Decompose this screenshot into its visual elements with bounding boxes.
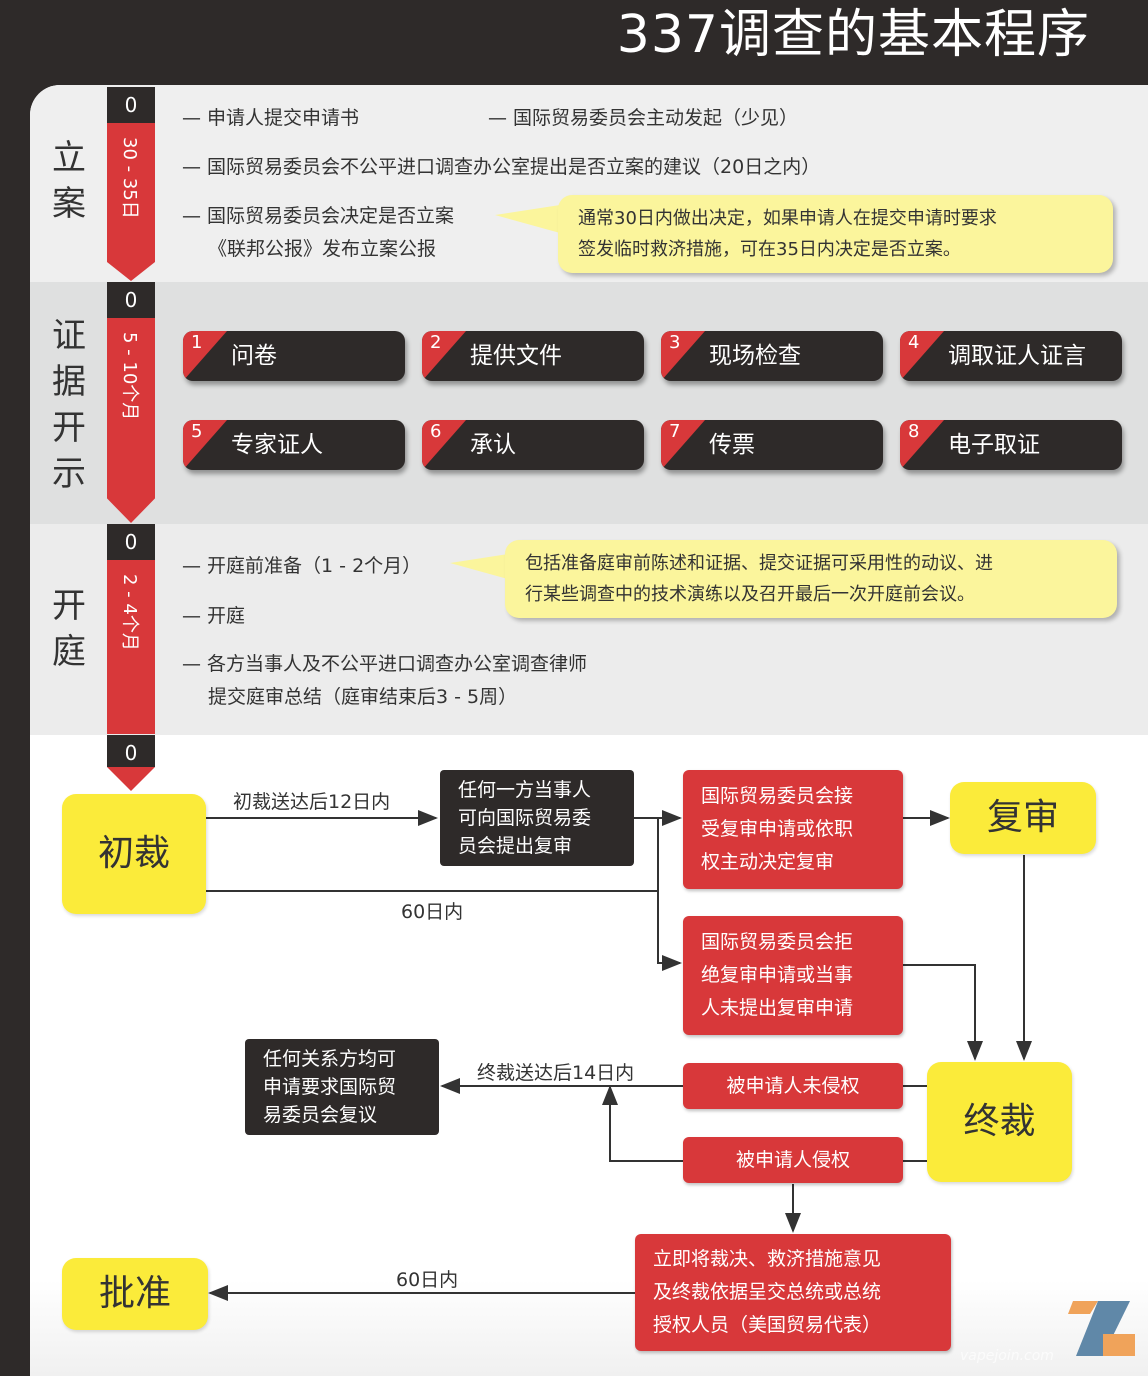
item-number: 5	[183, 420, 227, 470]
note-line: 包括准备庭审前陈述和证据、提交证据可采用性的动议、进	[525, 553, 993, 574]
timeline-zero: 0	[107, 524, 155, 560]
filing-item: 《联邦公报》发布立案公报	[208, 238, 437, 260]
label-12-days: 初裁送达后12日内	[233, 791, 391, 813]
item-number: 4	[900, 331, 944, 381]
hearing-item: — 各方当事人及不公平进口调查办公室调查律师	[182, 653, 588, 675]
review-request-box: 任何一方当事人可向国际贸易委员会提出复审	[440, 770, 634, 866]
text-line: 绝复审申请或当事	[701, 964, 854, 986]
duration-label: 2 - 4个月	[119, 574, 140, 651]
initial-ruling-box: 初裁	[62, 794, 206, 914]
text-line: 任何一方当事人	[458, 779, 592, 801]
hearing-item: — 开庭	[182, 605, 246, 627]
item-label: 电子取证	[948, 432, 1040, 458]
stage-title-discovery: 证据开示	[52, 316, 86, 494]
reconsideration-box: 任何关系方均可申请要求国际贸易委员会复议	[245, 1039, 439, 1135]
label-60-days: 60日内	[401, 901, 464, 923]
timeline-duration: 5 - 10个月	[107, 318, 155, 523]
final-ruling-box: 终裁	[927, 1062, 1072, 1182]
timeline-zero: 0	[107, 735, 155, 767]
text-line: 员会提出复审	[458, 835, 573, 857]
note-line: 行某些调查中的技术演练以及召开最后一次开庭前会议。	[525, 584, 975, 605]
watermark-text: vapejoin.com	[960, 1348, 1054, 1364]
item-label: 现场检查	[709, 343, 801, 369]
text-line: 权主动决定复审	[701, 851, 835, 873]
note-line: 通常30日内做出决定，如果申请人在提交申请时要求	[578, 208, 997, 229]
text-line: 易委员会复议	[263, 1104, 378, 1126]
text-line: 任何关系方均可	[263, 1048, 397, 1070]
filing-item: — 国际贸易委员会不公平进口调查办公室提出是否立案的建议（20日之内）	[182, 156, 821, 178]
text-line: 人未提出复审申请	[701, 997, 854, 1019]
accept-review-box: 国际贸易委员会接受复审申请或依职权主动决定复审	[683, 770, 903, 889]
timeline-duration: 30 - 35日	[107, 123, 155, 281]
label-60-days: 60日内	[396, 1269, 459, 1291]
infringement-box: 被申请人侵权	[683, 1137, 903, 1183]
text-line: 可向国际贸易委	[458, 807, 592, 829]
text-line: 国际贸易委员会接	[701, 785, 854, 807]
item-number: 8	[900, 420, 944, 470]
timeline-zero: 0	[107, 87, 155, 123]
item-number: 6	[422, 420, 466, 470]
stage-discovery-band	[30, 282, 1148, 524]
review-box: 复审	[950, 782, 1096, 854]
timeline-duration: 2 - 4个月	[107, 560, 155, 734]
text-line: 申请要求国际贸	[263, 1076, 397, 1098]
text-line: 及终裁依据呈交总统或总统	[653, 1281, 882, 1303]
item-label: 问卷	[231, 343, 277, 369]
item-number: 1	[183, 331, 227, 381]
item-number: 3	[661, 331, 705, 381]
item-label: 提供文件	[470, 343, 562, 369]
text-line: 立即将裁决、救济措施意见	[653, 1248, 882, 1270]
filing-item: — 申请人提交申请书	[182, 107, 360, 129]
no-infringement-box: 被申请人未侵权	[683, 1063, 903, 1109]
page-title: 337调查的基本程序	[616, 5, 1090, 65]
item-number: 7	[661, 420, 705, 470]
text-line: 国际贸易委员会拒	[701, 931, 854, 953]
watermark-logo: vapejoin.com	[898, 1296, 1138, 1366]
flow-connectors	[206, 810, 1032, 1301]
diagram-panel: 立案 0 30 - 35日 — 申请人提交申请书 — 国际贸易委员会主动发起（少…	[30, 85, 1148, 1376]
filing-item: — 国际贸易委员会主动发起（少见）	[488, 107, 799, 129]
timeline-zero: 0	[107, 282, 155, 318]
approval-box: 批准	[62, 1258, 208, 1330]
bubble-pointer	[450, 553, 515, 581]
item-label: 调取证人证言	[948, 343, 1086, 369]
bubble-pointer	[495, 205, 560, 233]
filing-note: 通常30日内做出决定，如果申请人在提交申请时要求签发临时救济措施，可在35日内决…	[558, 195, 1113, 273]
duration-label: 30 - 35日	[119, 137, 140, 219]
item-label: 承认	[470, 432, 516, 458]
hearing-item: 提交庭审总结（庭审结束后3 - 5周）	[208, 686, 518, 708]
filing-item: — 国际贸易委员会决定是否立案	[182, 205, 455, 227]
hearing-item: — 开庭前准备（1 - 2个月）	[182, 555, 422, 577]
stage-title-filing: 立案	[52, 138, 86, 224]
item-label: 传票	[709, 432, 755, 458]
reject-review-box: 国际贸易委员会拒绝复审申请或当事人未提出复审申请	[683, 916, 903, 1035]
hearing-note: 包括准备庭审前陈述和证据、提交证据可采用性的动议、进行某些调查中的技术演练以及召…	[505, 540, 1117, 618]
text-line: 受复审申请或依职	[701, 818, 854, 840]
label-14-days: 终裁送达后14日内	[477, 1062, 635, 1084]
note-line: 签发临时救济措施，可在35日内决定是否立案。	[578, 239, 961, 260]
text-line: 授权人员（美国贸易代表）	[653, 1314, 882, 1336]
submit-president-box: 立即将裁决、救济措施意见及终裁依据呈交总统或总统授权人员（美国贸易代表）	[635, 1234, 951, 1351]
stage-title-hearing: 开庭	[52, 586, 86, 672]
duration-label: 5 - 10个月	[119, 332, 140, 421]
item-number: 2	[422, 331, 466, 381]
item-label: 专家证人	[231, 432, 323, 458]
